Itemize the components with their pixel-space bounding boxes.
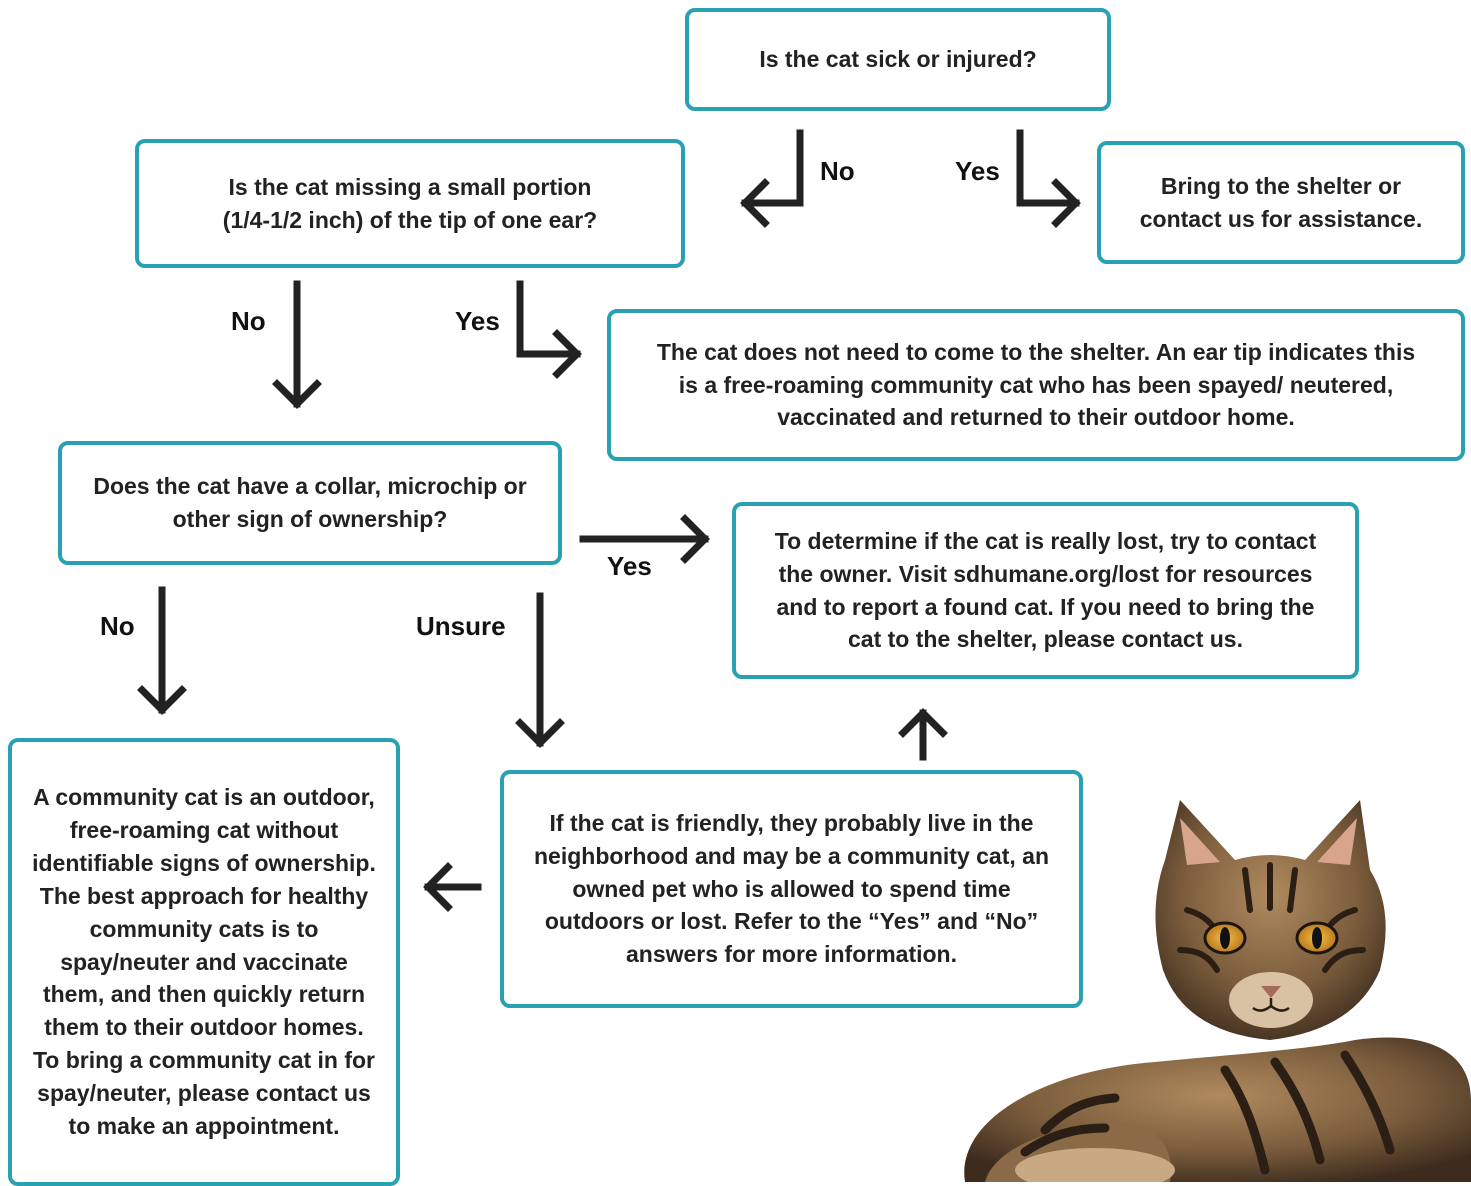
question-ear-text: Is the cat missing a small portion (1/4-… [222, 173, 598, 233]
arrow-sick-no [740, 129, 804, 228]
tabby-cat-image [964, 800, 1471, 1182]
ear-tip-text: The cat does not need to come to the she… [656, 339, 1416, 431]
arrow-ear-yes [516, 280, 582, 379]
lost-text-before: To determine if the cat is really lost, … [774, 528, 1317, 587]
community-cat-box: A community cat is an outdoor, free-roam… [8, 738, 400, 1186]
question-ear-box: Is the cat missing a small portion (1/4-… [135, 139, 685, 268]
arrow-friendly-left [423, 862, 482, 912]
shelter-box: Bring to the shelter or contact us for a… [1097, 141, 1465, 264]
label-owner-unsure: Unsure [416, 611, 506, 641]
arrow-owner-unsure [515, 592, 565, 748]
label-ear-yes: Yes [455, 306, 500, 336]
arrow-owner-no [137, 586, 187, 715]
question-owner-text: Does the cat have a collar, microchip or… [93, 473, 527, 532]
shelter-text: Bring to the shelter or contact us for a… [1139, 172, 1423, 232]
friendly-text: If the cat is friendly, they probably li… [533, 810, 1050, 967]
label-ear-no: No [231, 306, 266, 336]
question-sick-text: Is the cat sick or injured? [759, 46, 1037, 73]
label-sick-no: No [820, 156, 855, 186]
label-owner-no: No [100, 611, 135, 641]
arrow-ear-no [272, 280, 322, 409]
lost-box: To determine if the cat is really lost, … [732, 502, 1359, 679]
question-sick-box: Is the cat sick or injured? [685, 8, 1111, 111]
lost-text-after: for resources and to report a found cat.… [776, 560, 1315, 653]
lost-link[interactable]: sdhumane.org/lost [953, 560, 1160, 587]
lost-text: To determine if the cat is really lost, … [760, 525, 1331, 656]
community-cat-text: A community cat is an outdoor, free-roam… [32, 784, 376, 1139]
arrow-sick-yes [1016, 129, 1081, 228]
friendly-box: If the cat is friendly, they probably li… [500, 770, 1083, 1008]
question-owner-box: Does the cat have a collar, microchip or… [58, 441, 562, 565]
label-owner-yes: Yes [607, 551, 652, 581]
ear-tip-box: The cat does not need to come to the she… [607, 309, 1465, 461]
label-sick-yes: Yes [955, 156, 1000, 186]
arrow-owner-yes [579, 514, 710, 564]
arrow-friendly-up [898, 708, 948, 761]
